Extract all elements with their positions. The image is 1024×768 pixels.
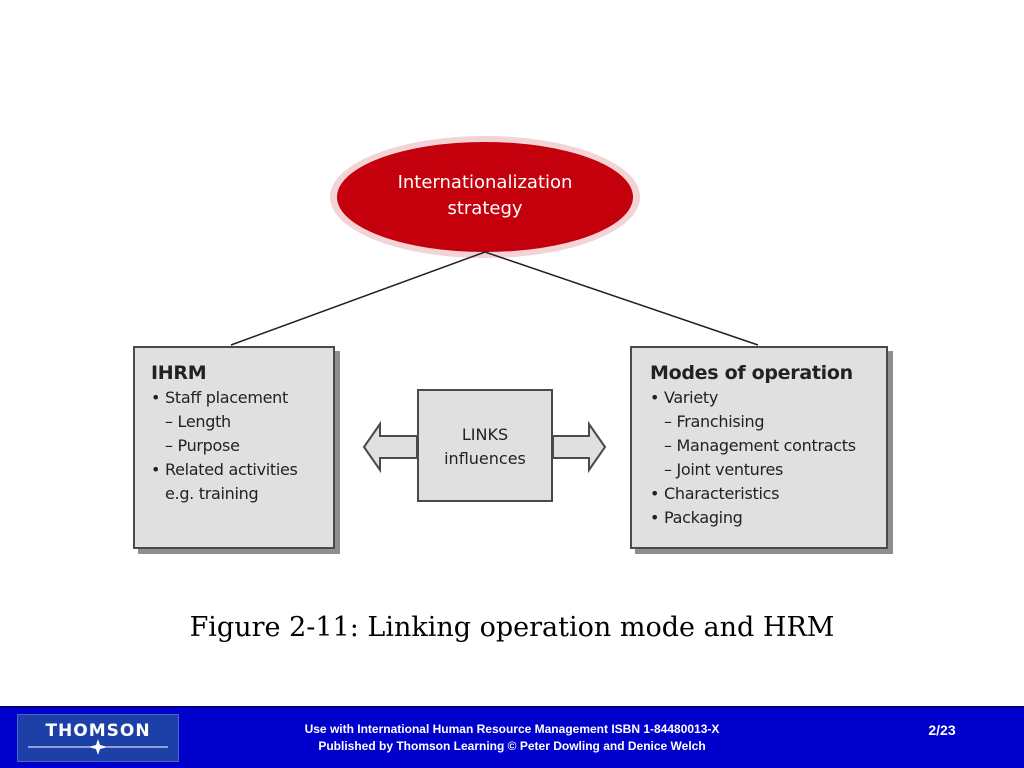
connector-left — [230, 251, 486, 346]
list-item: Length — [151, 410, 321, 434]
right-arrow — [552, 420, 607, 474]
footer-book-info: Use with International Human Resource Ma… — [304, 722, 720, 736]
list-item: Staff placement — [151, 386, 321, 410]
strategy-label: Internationalization strategy — [340, 170, 630, 222]
left-arrow — [362, 420, 418, 474]
ihrm-list: Staff placement Length Purpose Related a… — [151, 386, 321, 506]
strategy-label-line2: strategy — [447, 198, 523, 219]
logo-text: THOMSON — [45, 721, 151, 741]
links-box: LINKS influences — [417, 389, 553, 502]
influences-label: influences — [444, 449, 526, 468]
footer-bar: THOMSON Use with International Human Res… — [0, 706, 1024, 768]
ihrm-title: IHRM — [151, 362, 207, 384]
links-label: LINKS — [461, 425, 509, 444]
list-item: Joint ventures — [650, 458, 876, 482]
star-icon — [28, 739, 168, 755]
list-item: Packaging — [650, 506, 876, 530]
list-item: e.g. training — [165, 484, 259, 503]
modes-title: Modes of operation — [650, 362, 853, 384]
modes-list: Variety Franchising Management contracts… — [650, 386, 876, 530]
list-item: Purpose — [151, 434, 321, 458]
connector-right — [484, 251, 759, 346]
strategy-ellipse — [337, 142, 633, 252]
modes-box: Modes of operation Variety Franchising M… — [630, 346, 888, 549]
diagram-connectors — [230, 136, 759, 474]
ihrm-box: IHRM Staff placement Length Purpose Rela… — [133, 346, 335, 549]
strategy-label-line1: Internationalization — [397, 172, 573, 193]
page-number: 2/23 — [928, 722, 956, 738]
list-item: Management contracts — [650, 434, 876, 458]
list-item: Franchising — [650, 410, 876, 434]
list-item: Variety — [650, 386, 876, 410]
list-item: Characteristics — [650, 482, 876, 506]
thomson-logo: THOMSON — [17, 714, 179, 762]
figure-caption: Figure 2-11: Linking operation mode and … — [189, 612, 835, 643]
footer-publisher: Published by Thomson Learning © Peter Do… — [318, 739, 706, 753]
list-item: Related activities — [151, 458, 321, 482]
